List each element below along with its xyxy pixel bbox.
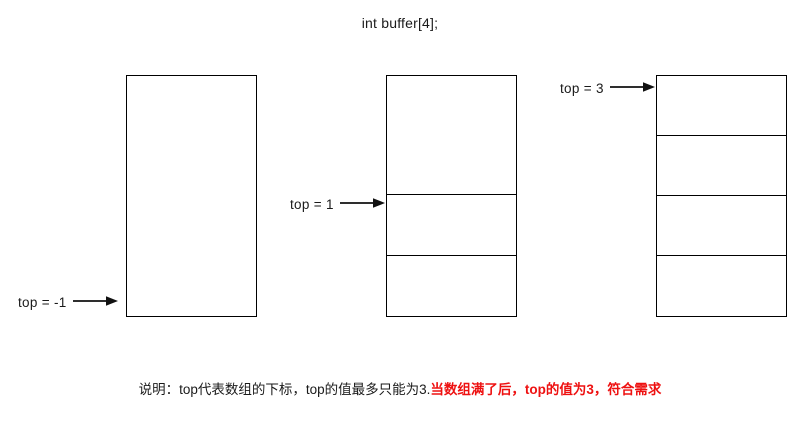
pointer-label-top-minus-1: top = -1 <box>18 295 67 310</box>
right-arrow-icon <box>72 294 119 313</box>
pointer-top-minus-1: top = -1 <box>18 293 119 313</box>
array-cell <box>387 256 516 316</box>
array-cell <box>387 195 516 256</box>
caption-plain-text: 说明：top代表数组的下标，top的值最多只能为3. <box>138 382 431 397</box>
caption-highlight-text: 当数组满了后，top的值为3，符合需求 <box>430 382 662 397</box>
right-arrow-icon <box>609 80 656 99</box>
array-cell <box>657 196 786 256</box>
array-state-full <box>656 75 787 317</box>
pointer-label-top-3: top = 3 <box>560 81 604 96</box>
right-arrow-icon <box>339 196 386 215</box>
array-cell <box>127 76 256 316</box>
array-state-partial <box>386 75 517 317</box>
array-cell <box>657 256 786 316</box>
array-cell <box>657 76 786 136</box>
caption: 说明：top代表数组的下标，top的值最多只能为3.当数组满了后，top的值为3… <box>0 380 800 400</box>
pointer-label-top-1: top = 1 <box>290 197 334 212</box>
array-state-empty <box>126 75 257 317</box>
array-cell <box>387 76 516 196</box>
pointer-top-3: top = 3 <box>560 79 656 99</box>
pointer-top-1: top = 1 <box>290 195 386 215</box>
page-title: int buffer[4]; <box>361 15 439 31</box>
array-cell <box>657 136 786 196</box>
